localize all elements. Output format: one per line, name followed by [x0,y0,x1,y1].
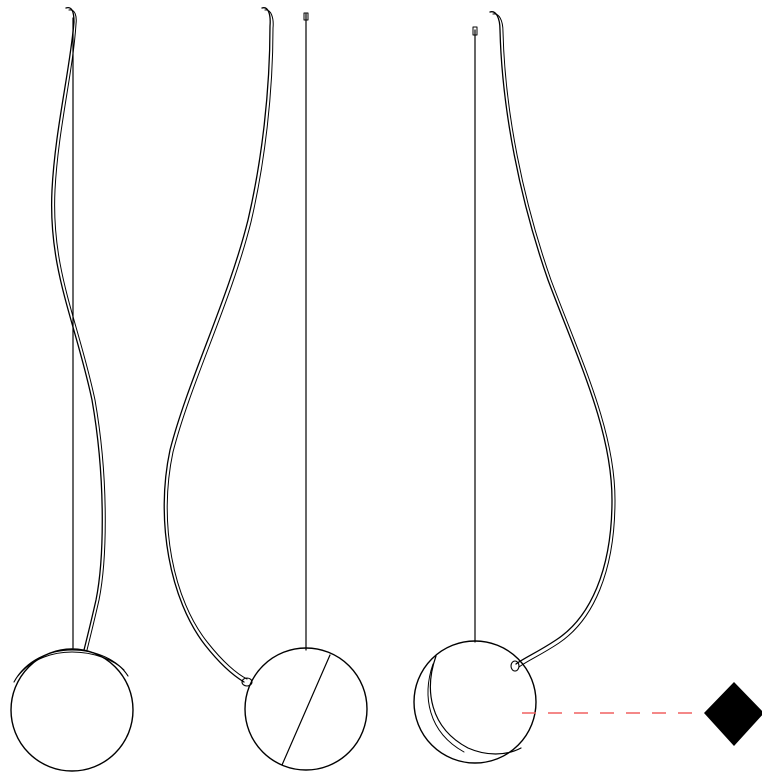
wire-clamp [472,26,478,36]
power-cable-inner [54,9,106,651]
marker [522,682,762,746]
cable-grommet [510,660,520,672]
wire-clamp [303,12,309,21]
globe-shade [413,640,537,764]
power-cable [163,7,271,683]
globe-seam-inner [427,663,465,753]
power-cable [50,6,103,651]
shade-cap-rim [17,651,125,677]
side-view [10,6,134,772]
globe-shade [244,647,368,771]
power-cable [489,11,613,665]
globe-shade [10,648,134,772]
power-cable-inner [166,9,274,680]
front-view [163,7,368,771]
power-cable-inner [492,13,616,668]
globe-seam [429,655,522,755]
cable-grommet [241,677,253,687]
diamond-icon [704,682,762,746]
three-quarter-view [413,11,616,764]
shade-cap [13,649,129,683]
globe-seam [281,654,331,766]
